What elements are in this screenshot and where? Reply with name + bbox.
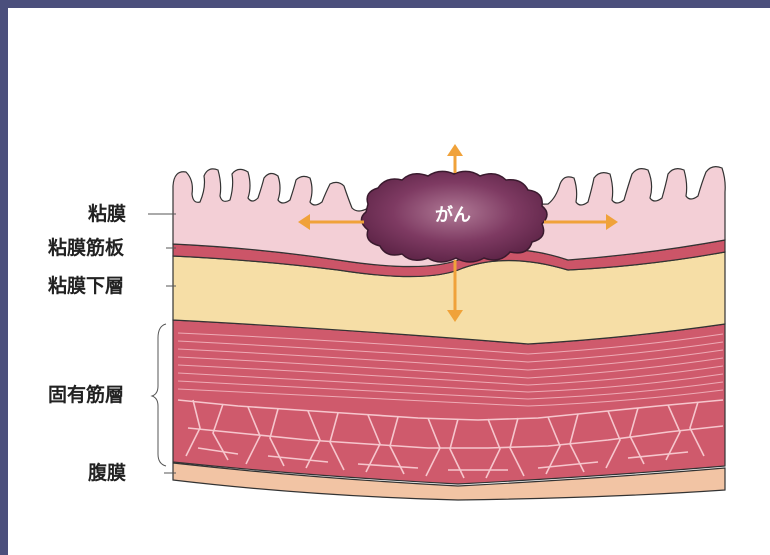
diagram-frame: 粘膜 粘膜筋板 粘膜下層 固有筋層 腹膜 がん <box>8 8 770 555</box>
label-submucosa: 粘膜下層 <box>48 277 124 296</box>
label-mucosa: 粘膜 <box>88 205 126 224</box>
label-muscularis-mucosae: 粘膜筋板 <box>48 239 124 258</box>
label-serosa: 腹膜 <box>88 464 126 483</box>
tumor-label: がん <box>435 207 471 225</box>
label-leader-lines <box>148 214 176 473</box>
label-muscularis-propria: 固有筋層 <box>48 386 124 405</box>
